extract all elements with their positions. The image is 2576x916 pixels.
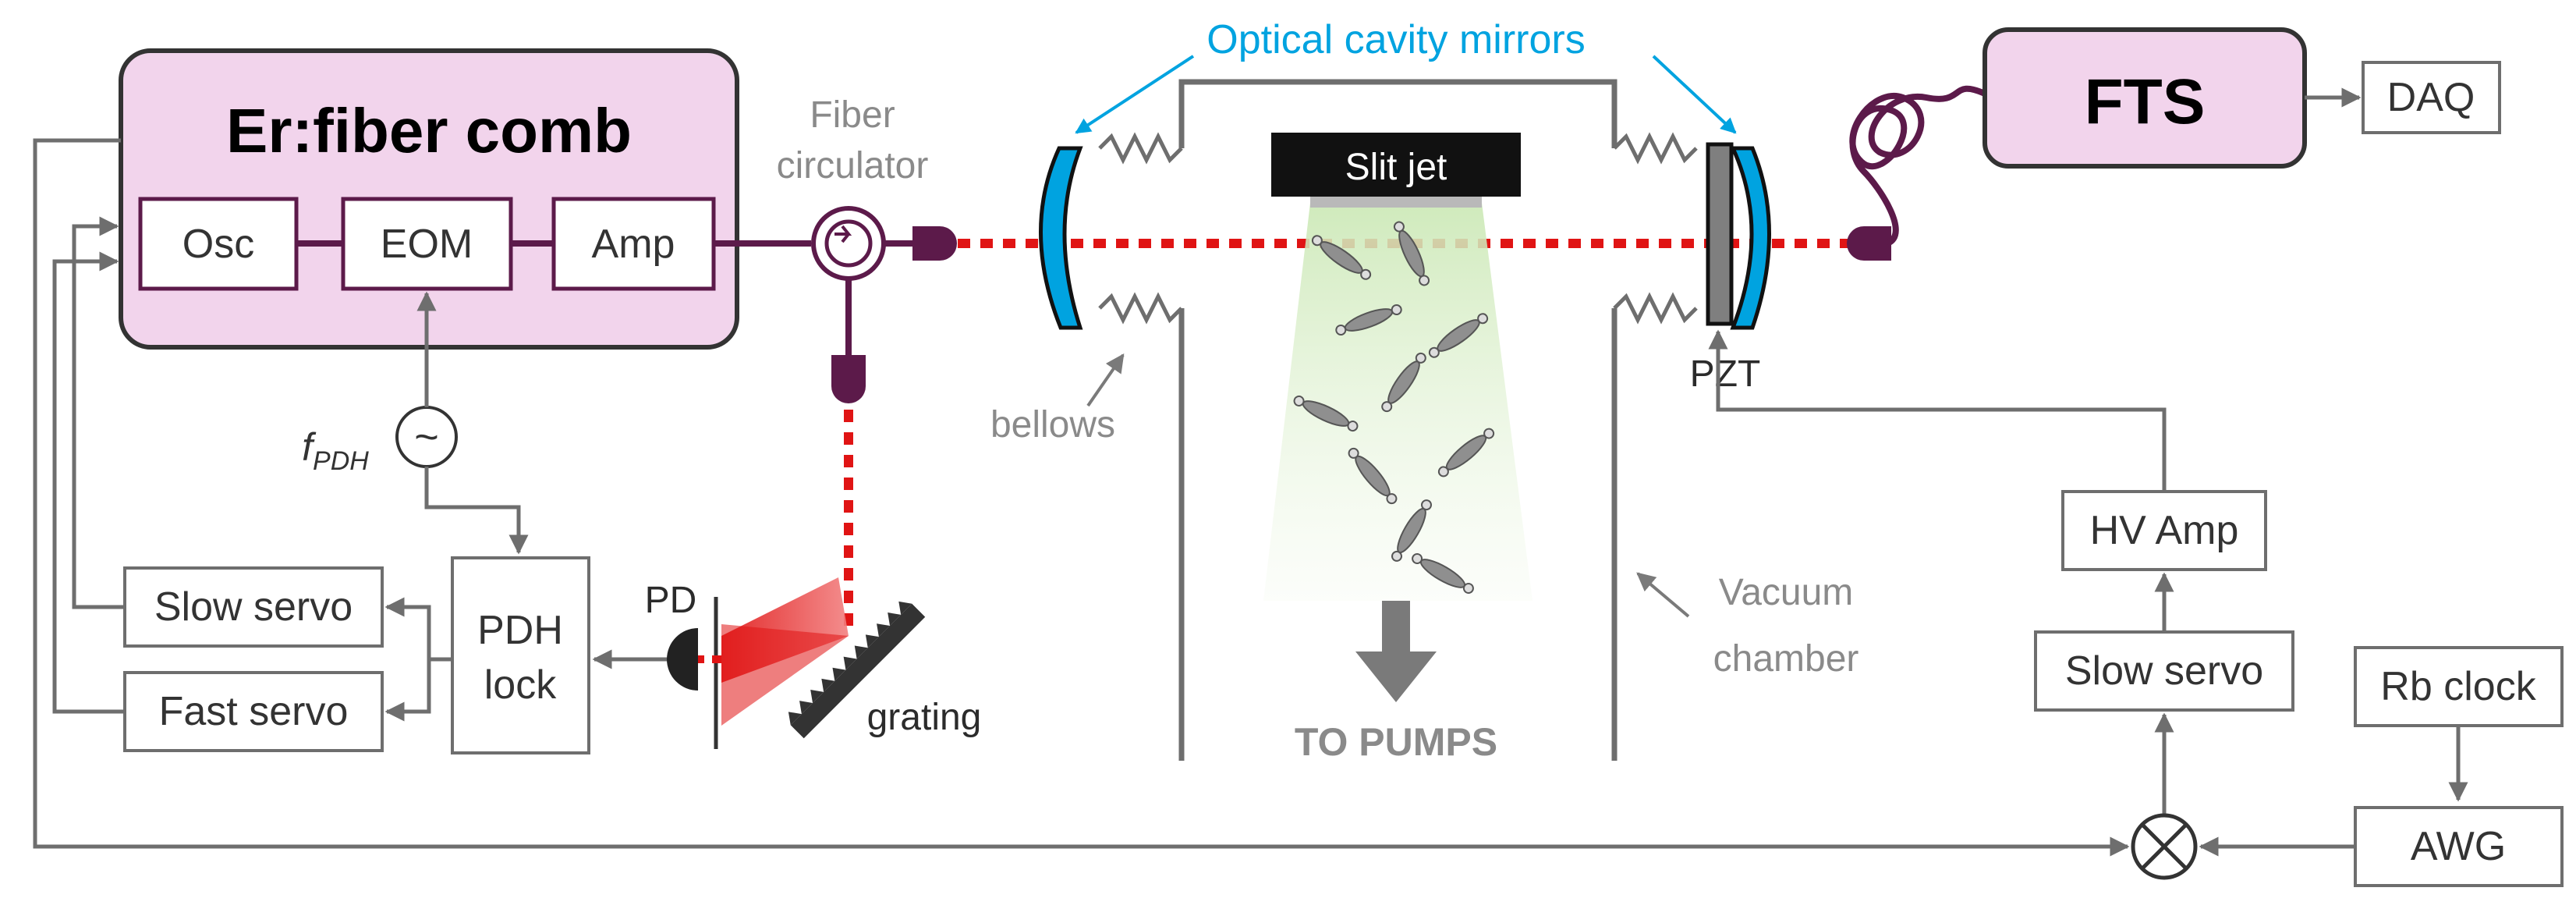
- pdh-loop: ~ fPDH PDH lock Slow servo Fast servo PD…: [52, 216, 982, 754]
- slow-servo-left-label: Slow servo: [154, 584, 353, 630]
- osc-to-pdh-line: [424, 467, 529, 555]
- er-fiber-comb: Er:fiber comb Osc EOM Amp: [119, 48, 739, 350]
- fpdh-label: fPDH: [302, 425, 369, 476]
- vacuum-chamber: [1098, 79, 1698, 761]
- hv-amp-box: [2061, 490, 2267, 571]
- chamber-wall-top: [1178, 79, 1618, 148]
- bellows-label: bellows: [990, 404, 1115, 446]
- osc-box: [138, 197, 299, 291]
- fpdh-subscript: PDH: [313, 446, 369, 476]
- chamber-wall-bottom: [1178, 308, 1618, 761]
- molecules: [1293, 221, 1495, 594]
- cavity-mirrors-label: Optical cavity mirrors: [1207, 17, 1585, 62]
- fast-servo-feedback-line: [52, 251, 125, 714]
- cavity-lock-chain: PZT HV Amp Slow servo Rb clock AWG: [33, 138, 2564, 887]
- pdh-to-fast-line: [384, 659, 431, 722]
- circulator-inner: [824, 219, 873, 268]
- vacuum-label-line2: chamber: [1713, 638, 1859, 680]
- bellows-left-top: [1098, 132, 1183, 165]
- diffracted-beam-spread: [721, 624, 849, 726]
- rb-clock-label: Rb clock: [2380, 664, 2536, 709]
- molecular-jet-plume: [1263, 203, 1532, 601]
- cavity-label-arrow-left: [1075, 55, 1195, 134]
- slow-servo-right-box: [2034, 630, 2294, 712]
- vacuum-label-line1: Vacuum: [1719, 572, 1854, 613]
- pzt-element: [1706, 142, 1734, 326]
- pzt-label: PZT: [1690, 353, 1761, 395]
- pdh-lock-line1: PDH: [477, 608, 563, 653]
- slit-jet-label: Slit jet: [1345, 147, 1447, 188]
- slit-jet-base: [1310, 193, 1482, 208]
- bellows-right-bottom: [1613, 292, 1698, 325]
- grating-label: grating: [867, 697, 982, 738]
- circulator-label-line1: Fiber: [810, 94, 895, 136]
- to-pumps-arrow-icon: [1355, 601, 1437, 702]
- rb-clock-box: [2354, 646, 2564, 727]
- slow-servo-right-label: Slow servo: [2065, 648, 2263, 694]
- pd-label: PD: [645, 580, 697, 621]
- collimator-output: [1847, 226, 1891, 261]
- slow-servo-feedback-line: [72, 216, 125, 609]
- slit-jet-assembly: Slit jet TO PUMPS: [1263, 133, 1532, 764]
- vacuum-pointer: [1636, 572, 1690, 618]
- photodetector-icon: [667, 628, 698, 691]
- output-path: FTS DAQ: [1847, 27, 2501, 261]
- pdh-lock-line2: lock: [484, 662, 557, 708]
- output-fiber-coil: [1849, 85, 1986, 247]
- awg-label: AWG: [2411, 824, 2506, 869]
- cavity-mirror-left: [1039, 146, 1083, 330]
- collimator-down: [831, 355, 866, 403]
- bellows-right-top: [1613, 132, 1698, 165]
- awg-box: [2354, 806, 2564, 887]
- fast-servo-label: Fast servo: [159, 689, 349, 734]
- slit-jet-nozzle: [1271, 133, 1521, 197]
- circulator-label-line2: circulator: [777, 145, 929, 186]
- cavity-mirrors: Optical cavity mirrors: [1039, 17, 1771, 330]
- bellows-pointer: [1086, 353, 1125, 407]
- hv-amp-label: HV Amp: [2090, 508, 2239, 553]
- osc-label: Osc: [182, 222, 254, 267]
- comb-title: Er:fiber comb: [226, 96, 632, 165]
- to-pumps-label: TO PUMPS: [1295, 720, 1497, 764]
- daq-label: DAQ: [2387, 75, 2475, 120]
- amp-box: [551, 197, 716, 291]
- circulator-arrow-icon: [834, 225, 852, 243]
- fts-label: FTS: [2085, 66, 2206, 137]
- fpdh-oscillator-symbol: ~: [414, 414, 439, 460]
- fast-servo-box: [123, 671, 384, 752]
- pdh-to-slow-line: [384, 597, 452, 662]
- bellows-left-bottom: [1098, 292, 1183, 325]
- collimator-right: [912, 226, 957, 261]
- daq-box: [2362, 61, 2501, 134]
- eom-box: [341, 197, 513, 291]
- pdh-lock-box: [451, 556, 590, 754]
- fiber-circulator: Fiber circulator: [777, 94, 957, 403]
- mixer-cross-2: [2141, 823, 2188, 870]
- cavity-label-arrow-right: [1652, 55, 1737, 134]
- grating-icon: [788, 601, 926, 739]
- amp-label: Amp: [592, 222, 675, 267]
- hv-to-pzt-line: [1708, 329, 2167, 492]
- comb-to-mixer-line: [33, 138, 2130, 857]
- cavity-mirror-right: [1730, 146, 1771, 330]
- eom-label: EOM: [381, 222, 473, 267]
